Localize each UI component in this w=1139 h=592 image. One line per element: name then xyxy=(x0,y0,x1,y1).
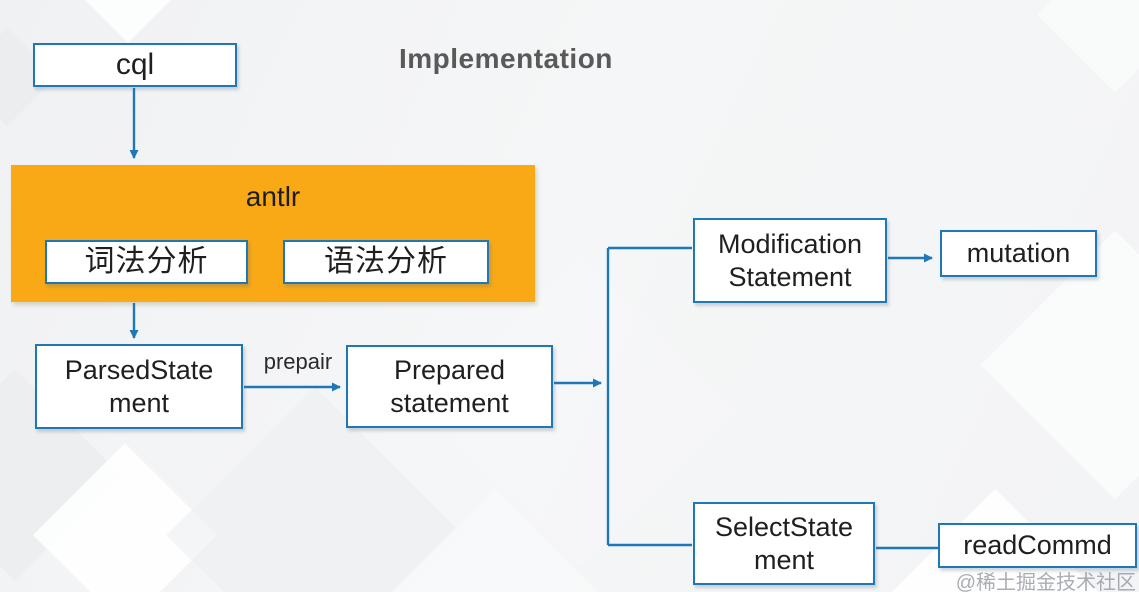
node-parsed-line2: ment xyxy=(108,387,170,418)
node-mutation-label: mutation xyxy=(966,238,1071,269)
node-lexical-label: 词法分析 xyxy=(84,244,209,278)
node-select-line1: SelectState xyxy=(714,511,854,542)
node-prepared-line1: Prepared xyxy=(393,354,506,385)
node-prepared-statement: Prepared statement xyxy=(346,345,553,428)
page-title: Implementation xyxy=(399,43,613,74)
node-syntax-label: 语法分析 xyxy=(324,244,448,278)
node-cql: cql xyxy=(33,43,237,87)
node-modification-line2: Statement xyxy=(728,261,852,292)
edge-label-prepair: prepair xyxy=(263,349,333,374)
node-lexical-analysis: 词法分析 xyxy=(45,240,248,284)
node-syntax-analysis: 语法分析 xyxy=(283,240,489,284)
node-select-line2: ment xyxy=(753,544,815,575)
node-mutation: mutation xyxy=(940,230,1097,277)
node-parsed-line1: ParsedState xyxy=(64,354,214,385)
node-antlr-label: antlr xyxy=(245,181,301,212)
node-readcommd-label: readCommd xyxy=(963,530,1112,561)
node-select-statement: SelectState ment xyxy=(693,502,875,585)
node-parsed-statement: ParsedState ment xyxy=(35,344,243,429)
node-cql-label: cql xyxy=(115,47,155,81)
node-modification-line1: Modification xyxy=(717,228,863,259)
watermark: @稀土掘金技术社区 xyxy=(955,572,1136,592)
node-readcommd: readCommd xyxy=(938,523,1137,568)
node-prepared-line2: statement xyxy=(390,387,509,418)
node-modification-statement: Modification Statement xyxy=(693,218,887,303)
background-diamond xyxy=(82,0,174,44)
background-diamond xyxy=(1037,0,1139,93)
